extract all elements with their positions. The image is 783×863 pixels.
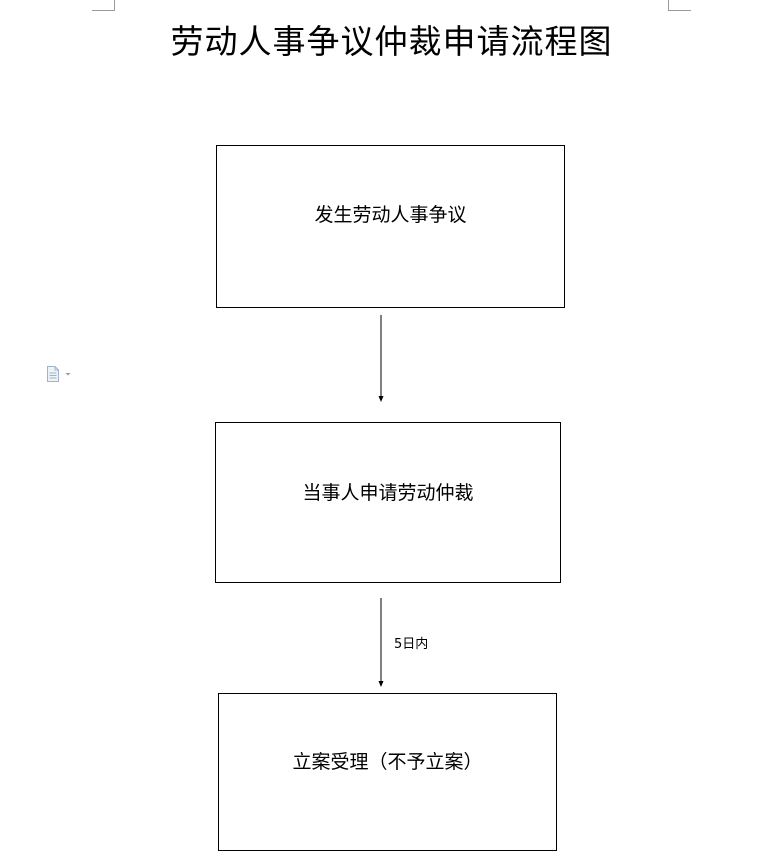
flow-step-acceptance: 立案受理（不予立案） xyxy=(218,693,557,851)
flow-step-application: 当事人申请劳动仲裁 xyxy=(215,422,561,583)
flow-step-occurrence: 发生劳动人事争议 xyxy=(216,145,565,308)
page-corner-mark-left xyxy=(92,0,115,11)
diagram-title: 劳动人事争议仲裁申请流程图 xyxy=(170,22,613,61)
document-widget[interactable] xyxy=(46,365,76,383)
flow-step-label: 发生劳动人事争议 xyxy=(314,204,467,226)
flow-step-label: 立案受理（不予立案） xyxy=(292,751,483,773)
dropdown-arrow-icon xyxy=(65,373,71,376)
flow-arrow-1 xyxy=(378,315,384,402)
flow-arrow-2 xyxy=(378,598,384,687)
page-corner-mark-right xyxy=(668,0,691,11)
arrow-note-time-limit: 5日内 xyxy=(394,637,429,652)
document-icon xyxy=(47,366,59,382)
flow-step-label: 当事人申请劳动仲裁 xyxy=(302,482,474,504)
